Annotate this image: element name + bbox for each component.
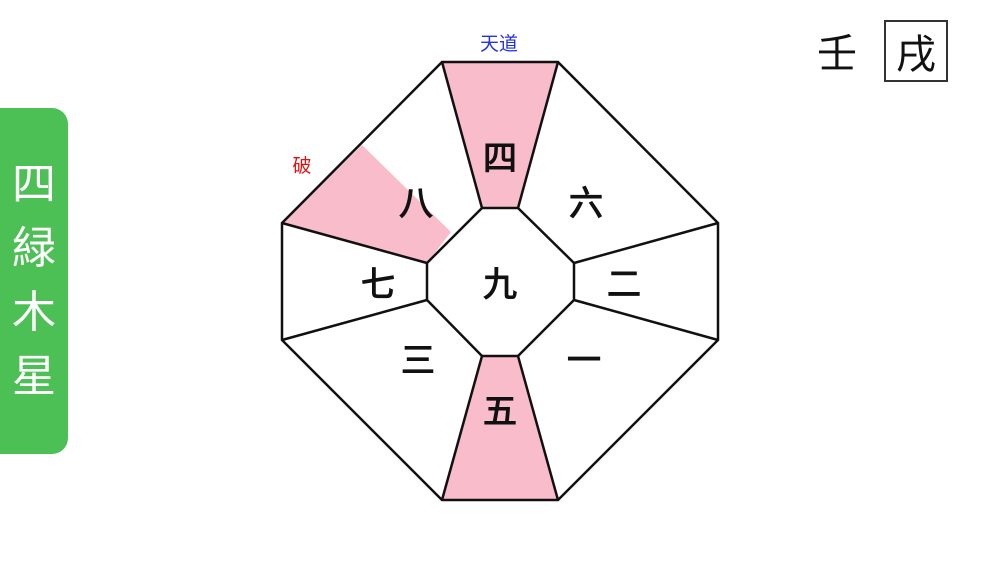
ha-label: 破 xyxy=(292,155,311,177)
star-char-1: 四 xyxy=(12,159,56,210)
number-bottom: 五 xyxy=(483,392,517,432)
number-lower-left: 三 xyxy=(401,341,435,381)
earthly-branch: 戌 xyxy=(884,20,948,82)
star-char-4: 星 xyxy=(12,351,56,402)
sector-top-highlight xyxy=(442,62,558,208)
number-top: 四 xyxy=(483,139,517,179)
star-char-2: 緑 xyxy=(12,223,56,274)
number-upper-right: 六 xyxy=(569,184,603,224)
heavenly-stem: 壬 xyxy=(817,31,857,77)
star-char-3: 木 xyxy=(12,287,56,338)
star-name-tab: 四 緑 木 星 xyxy=(0,108,68,454)
number-upper-left: 八 xyxy=(399,184,434,224)
tendo-label: 天道 xyxy=(480,33,518,55)
number-lower-right: 一 xyxy=(567,341,601,381)
number-right: 二 xyxy=(607,265,641,305)
sector-bottom-highlight xyxy=(442,356,558,500)
number-left: 七 xyxy=(361,265,395,305)
number-center: 九 xyxy=(483,265,517,305)
sector-dividers xyxy=(281,61,719,501)
